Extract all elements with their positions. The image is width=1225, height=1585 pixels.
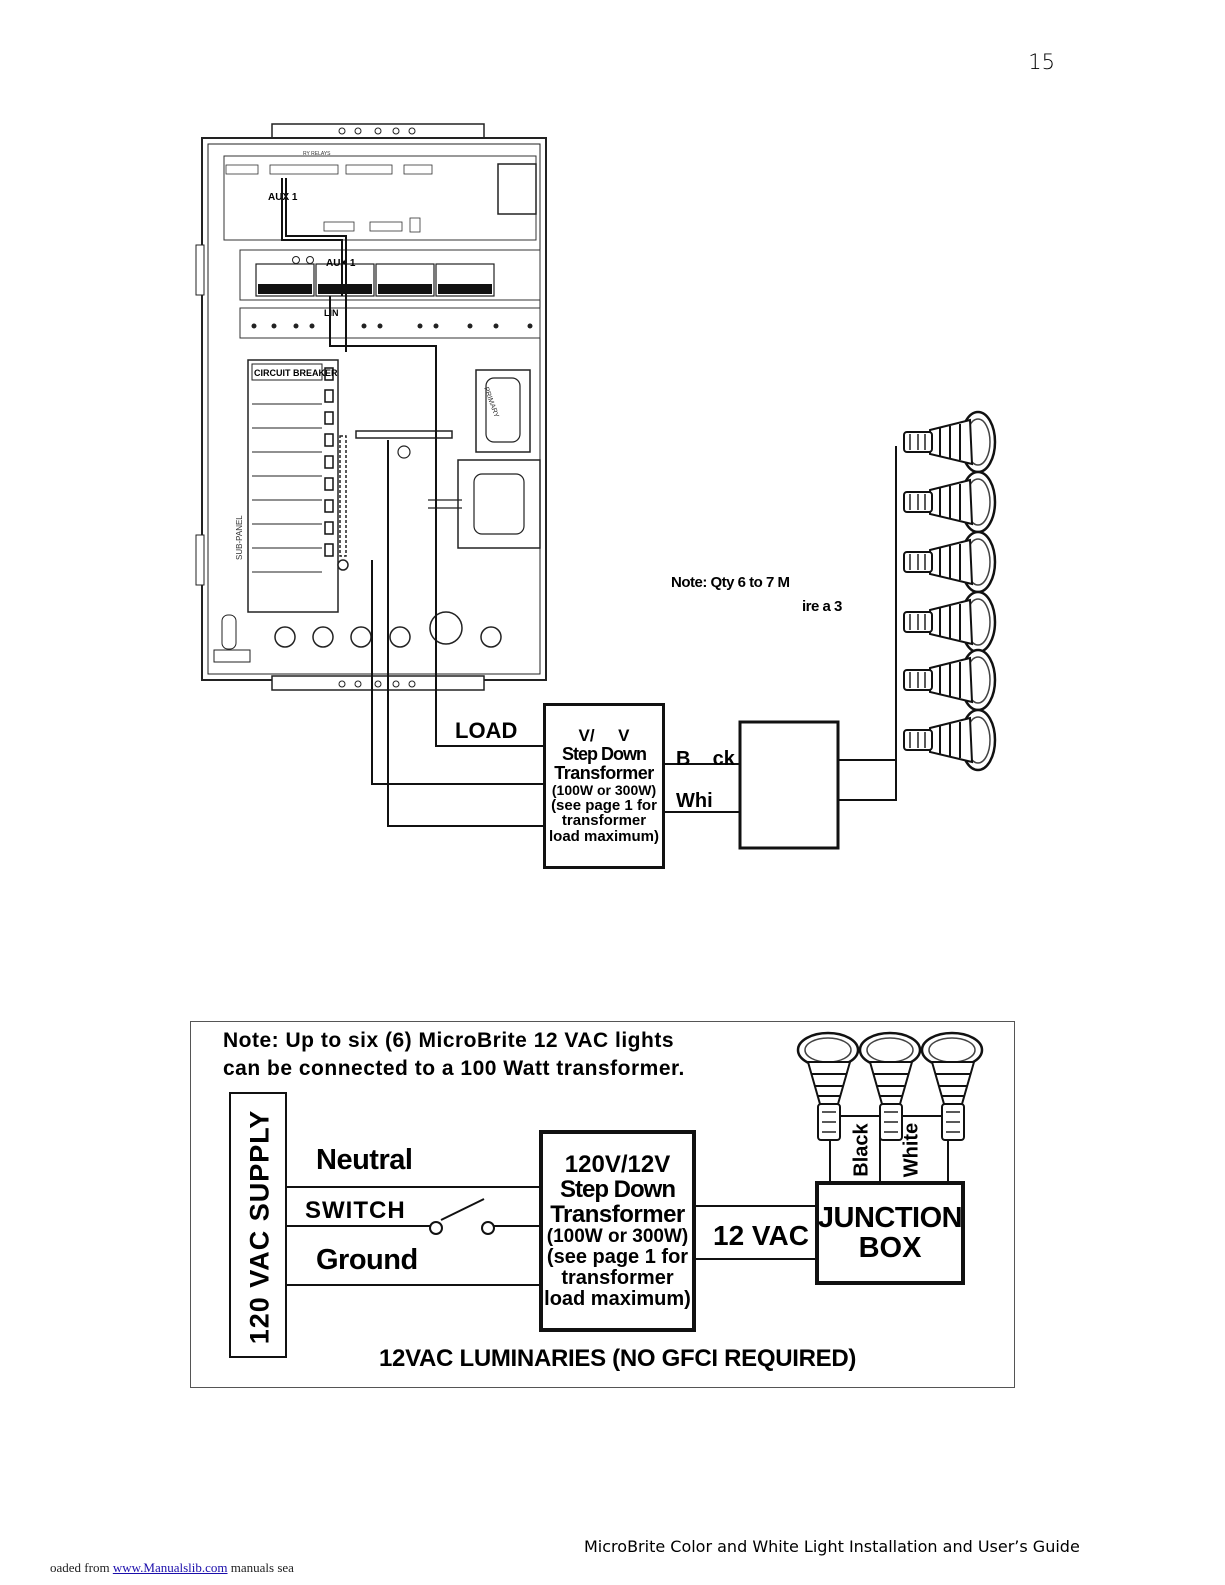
line-label: LIN	[324, 308, 339, 318]
light-fixture	[902, 708, 997, 772]
ground-bar	[355, 430, 453, 459]
source-prefix: oaded from	[50, 1560, 110, 1575]
transformer-line5: (see page 1 for	[551, 796, 657, 814]
schematic-lines	[287, 1031, 984, 1286]
transformer-line2: Step Down	[560, 1175, 676, 1203]
light-fixture	[902, 470, 997, 534]
light-fixture	[902, 530, 997, 594]
light-fixture	[796, 1031, 860, 1142]
white-wire-label: White	[900, 1122, 923, 1178]
transformer-line3: Transformer	[550, 1201, 685, 1229]
transformer-line7: load maximum)	[548, 828, 660, 846]
bottom-note-line1: Note: Up to six (6) MicroBrite 12 VAC li…	[223, 1029, 674, 1052]
manualslib-link[interactable]: www.Manualslib.com	[112, 1560, 228, 1575]
panel-transformer-secondary	[428, 459, 541, 549]
circuit-breaker-sub-panel	[247, 359, 349, 613]
terminal-bus	[239, 249, 541, 339]
switch-label: SWITCH	[305, 1197, 406, 1224]
guide-title: MicroBrite Color and White Light Install…	[584, 1537, 1080, 1556]
page-number: 15	[1028, 50, 1055, 74]
neutral-label: Neutral	[316, 1144, 413, 1176]
aux-label-bus: AUX 1	[326, 258, 356, 269]
black-wire-label: Black	[850, 1123, 873, 1177]
ground-label: Ground	[316, 1244, 418, 1276]
transformer-line5: (see page 1 for	[546, 1246, 689, 1269]
download-source: oaded from www.Manualslib.com manuals se…	[50, 1560, 294, 1576]
transformer-voltage: 120V/12V	[564, 1150, 671, 1178]
transformer-line3: Transformer	[554, 762, 654, 783]
top-note-line1: Note: Qty 6 to 7 M	[671, 574, 790, 591]
panel-transformer-primary	[475, 369, 531, 453]
transformer-line4: (100W or 300W)	[551, 781, 657, 798]
top-note-line2: ire a 3	[802, 598, 842, 615]
supply-label: 120 VAC SUPPLY	[244, 1109, 275, 1345]
light-fixture	[902, 648, 997, 712]
knockouts	[213, 611, 502, 663]
transformer-line7: load maximum)	[544, 1288, 691, 1311]
sub-panel-label: SUB-PANEL	[235, 515, 244, 560]
transformer-line2: Step Down	[562, 744, 647, 765]
transformer-voltage: V/ V	[578, 726, 630, 746]
light-fixture	[920, 1031, 984, 1142]
light-fixture	[902, 590, 997, 654]
load-label: LOAD	[455, 718, 518, 743]
step-down-transformer-bottom: 120V/12V Step Down Transformer (100W or …	[539, 1130, 696, 1332]
source-suffix: manuals sea	[227, 1560, 294, 1575]
switch-contact	[429, 1221, 443, 1235]
wiring-schematic-frame	[190, 1021, 1015, 1388]
light-fixture	[902, 410, 997, 474]
wire-white-label: Whi	[676, 790, 713, 812]
schematic-caption: 12VAC LUMINARIES (NO GFCI REQUIRED)	[379, 1345, 857, 1372]
circuit-breaker-label: CIRCUIT BREAKER	[254, 368, 338, 378]
junction-box-label-2: BOX	[858, 1232, 922, 1264]
junction-box-top	[738, 720, 840, 850]
transformer-line6: transformer	[561, 812, 647, 830]
relays-label: RY RELAYS	[303, 151, 331, 157]
switch-contact	[481, 1221, 495, 1235]
control-panel-wiring-diagram: RY RELAYS AUX 1 AUX 1 LIN	[195, 123, 997, 850]
bottom-note-line2: can be connected to a 100 Watt transform…	[223, 1057, 685, 1080]
junction-box-label-1: JUNCTION	[817, 1201, 963, 1234]
supply-box: 120 VAC SUPPLY	[229, 1092, 287, 1358]
wire-black-label: B ck	[676, 748, 735, 770]
step-down-transformer-top: V/ V Step Down Transformer (100W or 300W…	[543, 703, 665, 869]
junction-box-bottom: JUNCTION BOX	[815, 1181, 965, 1285]
control-board	[223, 155, 537, 241]
vac-label: 12 VAC	[713, 1220, 809, 1251]
transformer-line6: transformer	[561, 1267, 674, 1290]
transformer-line4: (100W or 300W)	[546, 1226, 689, 1248]
panel-wires	[281, 178, 897, 827]
